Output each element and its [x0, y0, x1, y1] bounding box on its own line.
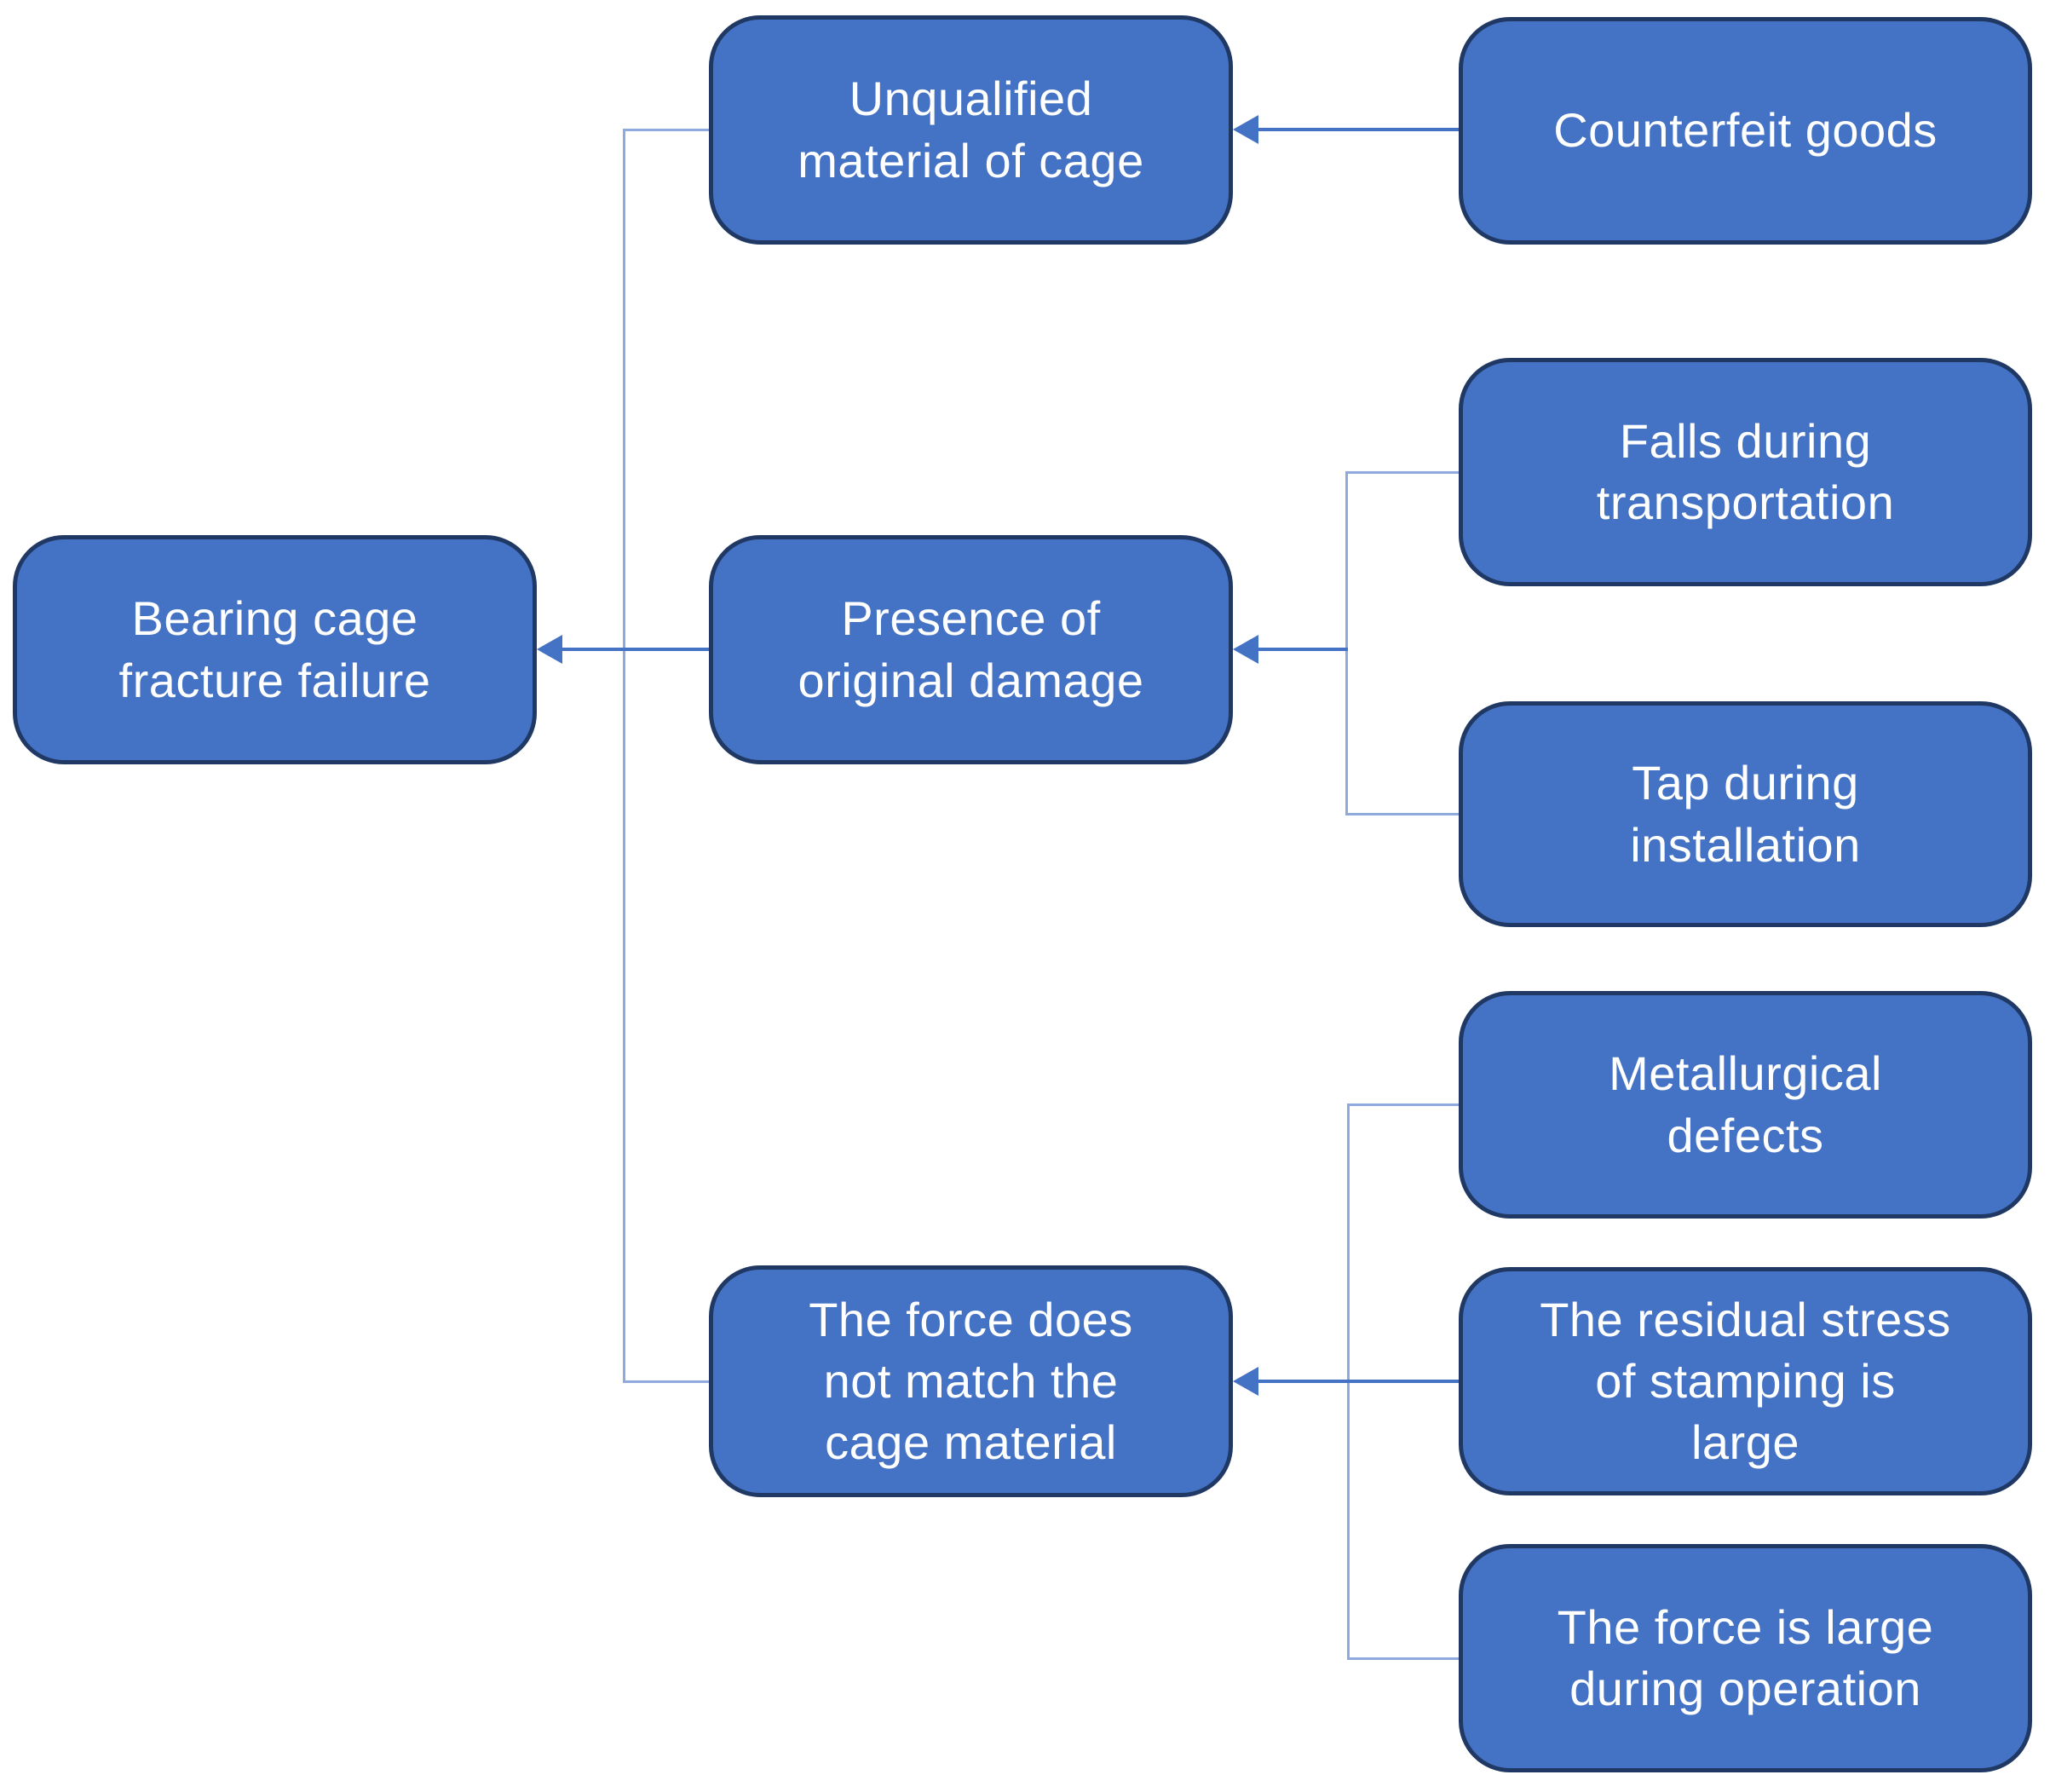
node-metallurgical-defects: Metallurgical defects	[1459, 991, 2032, 1219]
left-trunk-top-stub-line	[623, 129, 709, 131]
damage-group-trunk-vertical-line	[1345, 471, 1348, 815]
node-presence-of-original-damage: Presence of original damage	[709, 535, 1233, 764]
arrowhead-left-icon	[1233, 1367, 1258, 1396]
arrow-to-root-line	[561, 648, 709, 651]
arrowhead-left-icon	[1233, 115, 1258, 144]
node-bearing-cage-fracture-failure: Bearing cage fracture failure	[13, 535, 537, 764]
arrow-to-force-mismatch-line	[1257, 1380, 1459, 1383]
arrow-to-damage-line	[1257, 648, 1348, 651]
node-counterfeit-goods: Counterfeit goods	[1459, 17, 2032, 245]
left-trunk-bottom-stub-line	[623, 1380, 709, 1383]
force-group-bottom-stub-line	[1347, 1657, 1459, 1660]
damage-group-bottom-stub-line	[1345, 813, 1459, 815]
arrowhead-left-icon	[1233, 635, 1258, 664]
arrowhead-left-icon	[537, 635, 562, 664]
node-tap-during-installation: Tap during installation	[1459, 701, 2032, 927]
node-residual-stress-of-stamping-large: The residual stress of stamping is large	[1459, 1267, 2032, 1495]
node-falls-during-transportation: Falls during transportation	[1459, 358, 2032, 586]
node-unqualified-material-of-cage: Unqualified material of cage	[709, 15, 1233, 245]
left-trunk-vertical-line	[623, 129, 625, 1383]
node-force-does-not-match-cage-material: The force does not match the cage materi…	[709, 1265, 1233, 1497]
node-force-is-large-during-operation: The force is large during operation	[1459, 1544, 2032, 1772]
force-group-top-stub-line	[1347, 1103, 1459, 1106]
arrow-to-unqualified-line	[1257, 128, 1459, 131]
damage-group-top-stub-line	[1345, 471, 1459, 474]
